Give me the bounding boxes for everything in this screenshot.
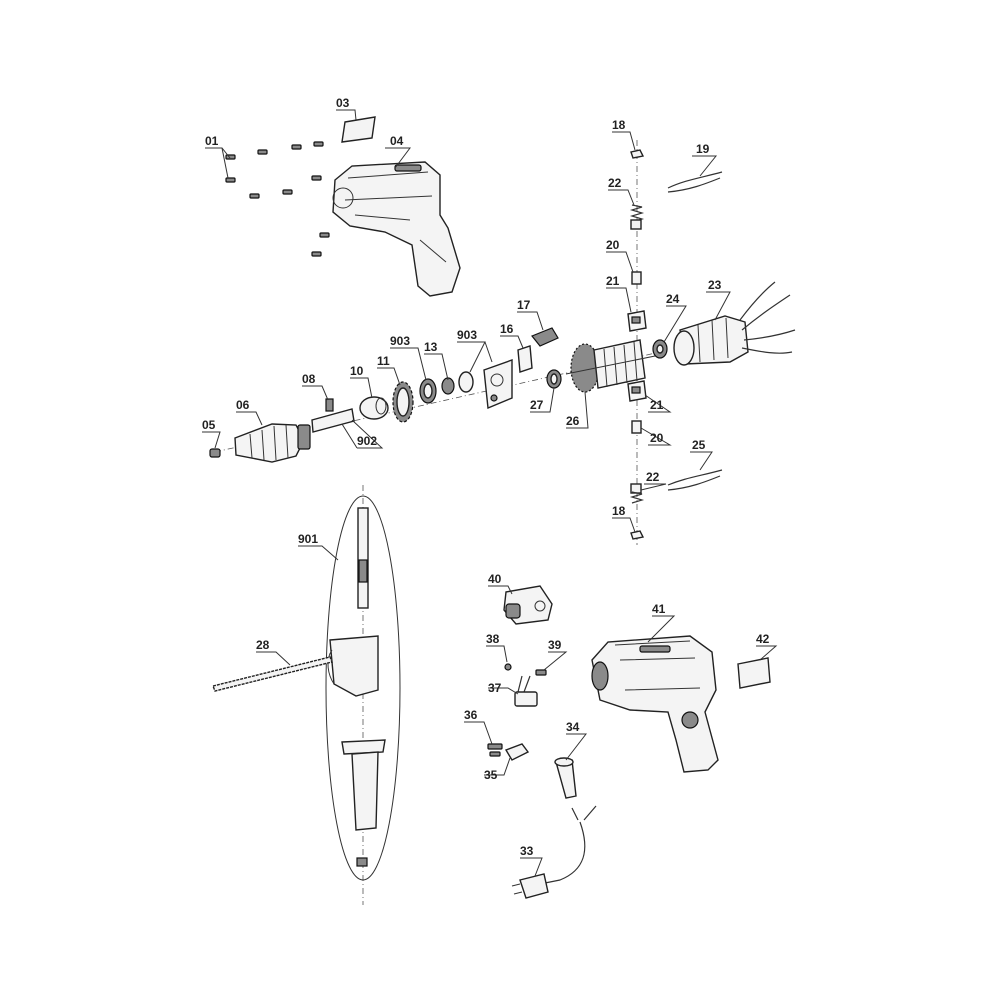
label-25: 25 xyxy=(692,438,706,452)
label-36: 36 xyxy=(464,708,478,722)
leader-lines xyxy=(202,109,778,877)
label-28: 28 xyxy=(256,638,270,652)
label-903-left: 903 xyxy=(390,334,410,348)
label-37: 37 xyxy=(488,681,502,695)
label-17: 17 xyxy=(517,298,531,312)
switch-cap xyxy=(531,327,559,347)
depth-stop-rod xyxy=(212,656,333,692)
label-23: 23 xyxy=(708,278,722,292)
brush-cap-top xyxy=(630,149,645,159)
bearing-small xyxy=(419,378,437,404)
brush-spring-bottom xyxy=(629,483,645,504)
trigger-switch xyxy=(503,585,553,625)
auxiliary-handle-assembly xyxy=(325,495,401,881)
label-03: 03 xyxy=(336,96,350,110)
label-19: 19 xyxy=(696,142,710,156)
screw-38 xyxy=(504,663,512,671)
chuck-screw xyxy=(209,448,221,458)
stator xyxy=(673,281,796,366)
label-38: 38 xyxy=(486,632,500,646)
label-901: 901 xyxy=(298,532,318,546)
rear-bearing xyxy=(652,339,668,359)
gear-wheel xyxy=(392,381,414,423)
brush-wire-bottom xyxy=(667,469,723,491)
label-21-top: 21 xyxy=(606,274,620,288)
label-42: 42 xyxy=(756,632,770,646)
cable-clamp xyxy=(487,743,530,761)
direction-switch-lever xyxy=(517,345,533,373)
screws xyxy=(225,141,330,257)
drill-chuck xyxy=(234,423,311,463)
carbon-brush-bottom xyxy=(631,420,642,434)
brush-spring-top xyxy=(629,204,645,230)
label-16: 16 xyxy=(500,322,514,336)
label-13: 13 xyxy=(424,340,438,354)
housing-half-right xyxy=(591,635,719,773)
spindle xyxy=(311,398,355,433)
label-10: 10 xyxy=(350,364,364,378)
label-11: 11 xyxy=(377,354,390,368)
label-08: 08 xyxy=(302,372,316,386)
label-20-top: 20 xyxy=(606,238,620,252)
label-902: 902 xyxy=(357,434,377,448)
label-plate-bottom xyxy=(737,657,771,689)
label-18-bottom: 18 xyxy=(612,504,626,518)
brush-wire-top xyxy=(667,171,723,193)
label-plate-top xyxy=(341,116,376,143)
label-33: 33 xyxy=(520,844,534,858)
armature-bearing xyxy=(546,369,562,389)
label-39: 39 xyxy=(548,638,562,652)
label-26: 26 xyxy=(566,414,580,428)
part-number-labels: 01 03 04 05 06 08 10 11 13 16 17 18 18 1… xyxy=(202,96,770,858)
label-903-right: 903 xyxy=(457,328,477,342)
label-35: 35 xyxy=(484,768,498,782)
washer-set xyxy=(441,371,474,395)
power-cord xyxy=(511,805,597,899)
armature-rotor xyxy=(565,339,661,393)
capacitor xyxy=(514,675,538,707)
screw-39 xyxy=(535,669,547,676)
housing-half-left xyxy=(332,161,461,297)
brush-cap-bottom xyxy=(630,530,645,540)
label-24: 24 xyxy=(666,292,680,306)
label-34: 34 xyxy=(566,720,580,734)
label-18-top: 18 xyxy=(612,118,626,132)
bearing-plate xyxy=(483,359,513,410)
label-22-bottom: 22 xyxy=(646,470,660,484)
label-06: 06 xyxy=(236,398,250,412)
bushing xyxy=(359,396,389,420)
label-41: 41 xyxy=(652,602,666,616)
label-21-bottom: 21 xyxy=(650,398,664,412)
carbon-brush-top xyxy=(631,271,642,285)
brush-holder-bottom xyxy=(627,380,647,402)
label-40: 40 xyxy=(488,572,502,586)
label-04: 04 xyxy=(390,134,404,148)
label-27: 27 xyxy=(530,398,544,412)
label-05: 05 xyxy=(202,418,216,432)
label-20-bottom: 20 xyxy=(650,431,664,445)
brush-holder-top xyxy=(627,310,647,332)
label-22-top: 22 xyxy=(608,176,622,190)
cable-protection-sleeve xyxy=(554,757,577,799)
label-01: 01 xyxy=(205,134,219,148)
